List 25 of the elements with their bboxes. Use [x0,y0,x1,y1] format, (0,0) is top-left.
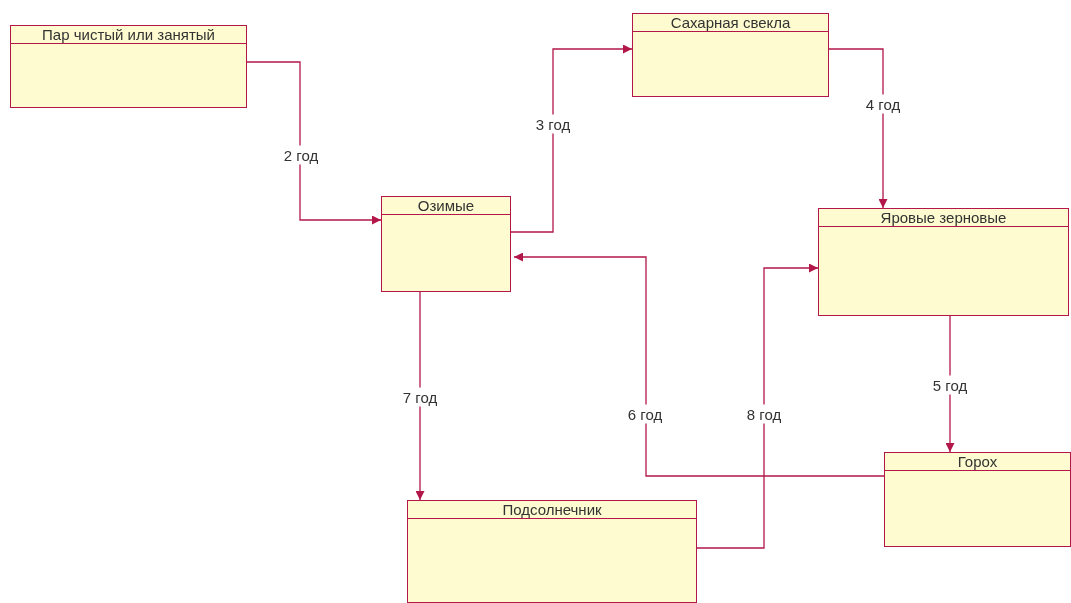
edge-label: 2 год [281,145,321,165]
box-title: Пар чистый или занятый [11,26,246,44]
arrow [828,48,888,209]
box-title: Озимые [382,197,510,215]
class-box [407,500,697,603]
box-title: Сахарная свекла [633,14,828,32]
class-box [818,208,1069,316]
class-box [10,25,247,108]
arrow [696,263,819,549]
class-box [632,13,829,97]
edge-label: 7 год [400,387,440,407]
box-title: Подсолнечник [408,501,696,519]
arrow [513,252,885,477]
class-box [884,452,1071,547]
edge-label: 6 год [625,404,665,424]
edge-label: 3 год [533,114,573,134]
box-title: Яровые зерновые [819,209,1068,227]
edge-label: 5 год [930,375,970,395]
edge-label: 8 год [744,404,784,424]
arrow [415,291,425,501]
edge-label: 4 год [863,94,903,114]
arrow [510,44,633,233]
class-box [381,196,511,292]
arrow [246,61,382,225]
box-title: Горох [885,453,1070,471]
